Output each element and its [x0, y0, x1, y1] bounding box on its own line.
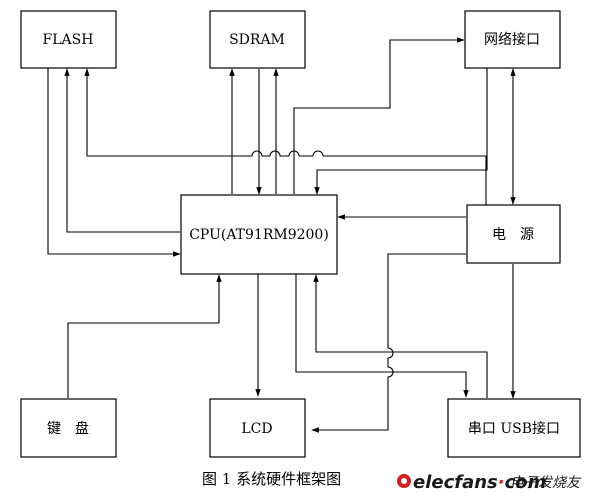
- sdram-block: SDRAM: [209, 10, 306, 69]
- sdram-label: SDRAM: [229, 32, 285, 48]
- cpu-to-network-line: [293, 37, 465, 194]
- keyboard-block: 键 盘: [20, 398, 117, 458]
- figure-caption: 图 1 系统硬件框架图: [202, 470, 341, 488]
- svg-text:elecfans·com: elecfans·com: [413, 472, 546, 493]
- power-to-lcd-line: [311, 253, 466, 433]
- cpu-to-serial-line: [295, 274, 469, 398]
- network-interface-label: 网络接口: [484, 31, 540, 48]
- keyboard-to-cpu-line: [67, 274, 222, 398]
- network-interface-block: 网络接口: [464, 10, 561, 69]
- lcd-block: LCD: [209, 398, 306, 458]
- lcd-label: LCD: [241, 421, 272, 437]
- serial-usb-label: 串口 USB接口: [468, 420, 560, 437]
- serial-to-cpu-line: [313, 274, 488, 398]
- watermark-cn: 电子发烧友: [510, 475, 582, 491]
- watermark-brand: elecfans: [413, 472, 498, 493]
- power-block: 电 源: [466, 204, 561, 264]
- network-to-cpu-line: [314, 68, 488, 195]
- elecfans-watermark: elecfans·com 电子发烧友: [397, 472, 582, 493]
- flash-cpu-bus-2: [64, 68, 180, 233]
- flash-block: FLASH: [20, 10, 117, 69]
- power-to-flash-line: [84, 68, 487, 205]
- watermark-dot: ·: [498, 472, 505, 493]
- power-label: 电 源: [492, 227, 534, 243]
- cpu-block: CPU(AT91RM9200): [180, 194, 338, 275]
- keyboard-label: 键 盘: [47, 420, 89, 437]
- flash-cpu-bus-1: [47, 68, 181, 257]
- flash-label: FLASH: [43, 32, 94, 48]
- serial-usb-block: 串口 USB接口: [447, 398, 581, 458]
- cpu-label: CPU(AT91RM9200): [189, 227, 329, 243]
- watermark-tld: com: [505, 472, 547, 493]
- connections: [47, 37, 516, 433]
